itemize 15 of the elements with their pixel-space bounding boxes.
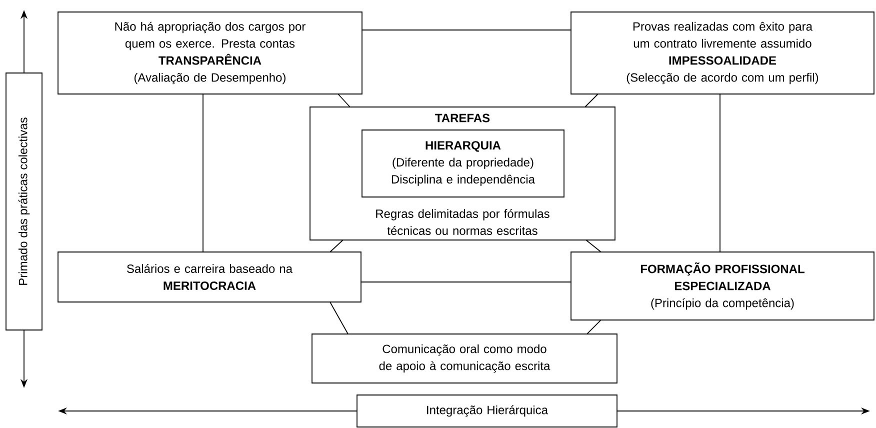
- process-box: FORMAÇÃO PROFISSIONAL ESPECIALIZADA (Princípio da competência): [570, 252, 874, 320]
- process-box: HIERARQUIA (Diferente da propriedade) Disciplina e independência: [362, 130, 564, 198]
- connector-line: [586, 320, 602, 334]
- axis-label-box: Primado das práticas colectivas: [6, 72, 42, 330]
- process-box: Comunicação oral como modo de apoio à comunicação escrita: [312, 334, 618, 384]
- connector-line: [338, 94, 350, 108]
- process-box: Provas realizadas com êxito para um contrato livremente assumido IMPESSOALIDADE (Selecção de acordo com um perfil): [570, 12, 874, 94]
- process-box: Não há apropriação dos cargos por quem os exerce. Presta contas TRANSPARÊNCIA (Avaliação de Desempenho): [58, 12, 362, 94]
- connector-line: [330, 302, 348, 334]
- connector-line: [330, 240, 344, 252]
- axis-label-box: Integração Hierárquica: [356, 394, 618, 428]
- connector-line: [202, 94, 204, 252]
- connector-line: [584, 94, 598, 108]
- process-box: Salários e carreira baseado na MERITOCRACIA: [58, 252, 362, 302]
- connector-line: [586, 240, 602, 252]
